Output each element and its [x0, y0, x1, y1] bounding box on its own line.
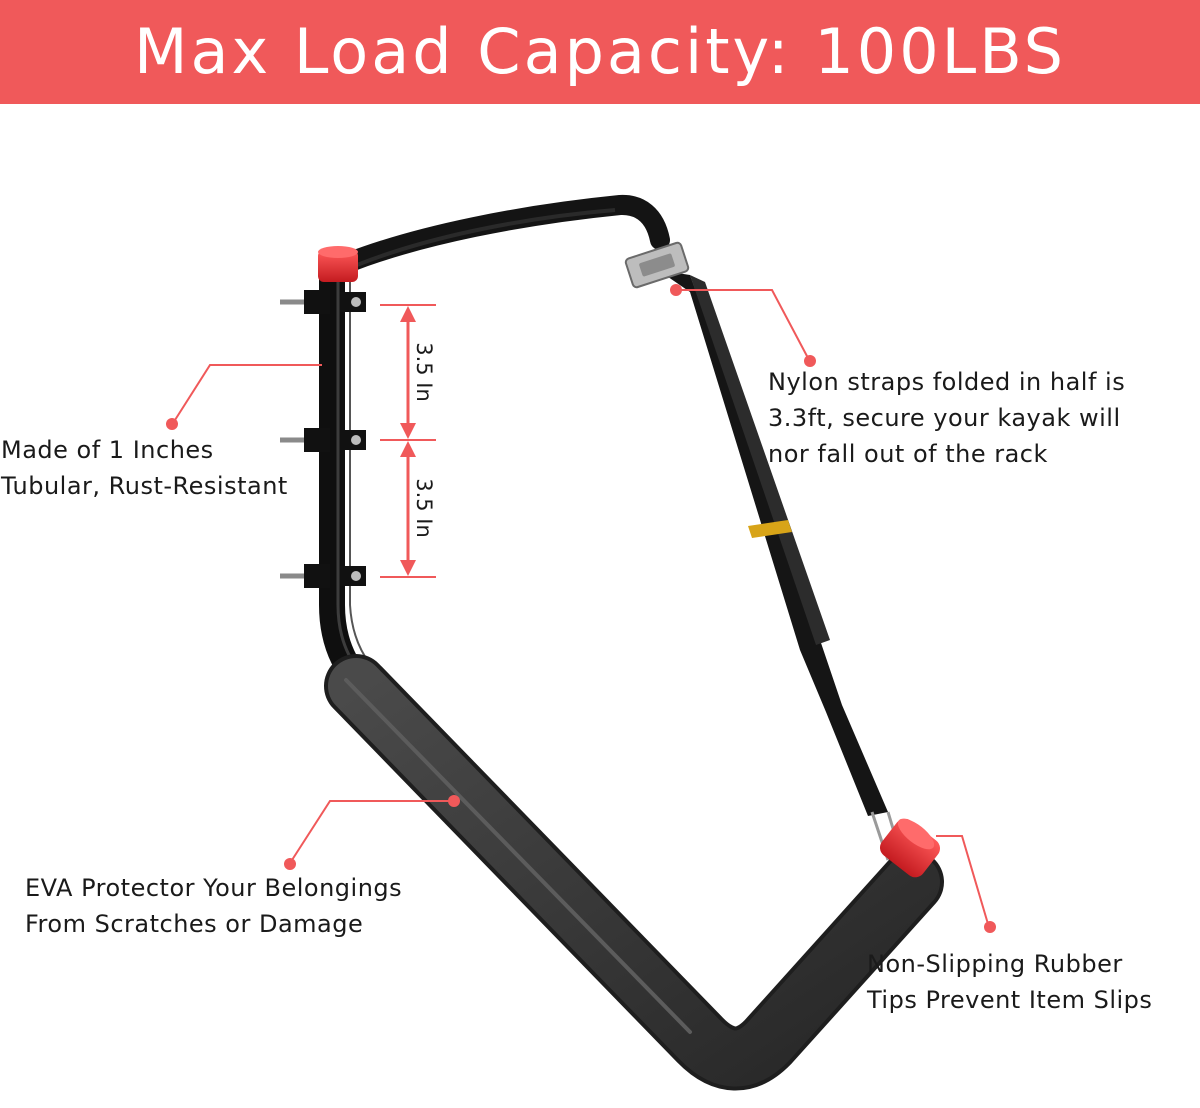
strap-band [748, 520, 792, 538]
strap-buckle-icon [624, 241, 690, 289]
callout-nylon-strap-line-3: nor fall out of the rack [768, 440, 1048, 468]
wall-bracket-top [280, 290, 366, 314]
callout-nylon-strap: Nylon straps folded in half is 3.3ft, se… [768, 364, 1125, 472]
callout-leader-left-tube [166, 364, 322, 430]
title-banner: Max Load Capacity: 100LBS [0, 0, 1200, 104]
callout-nylon-strap-line-1: Nylon straps folded in half is [768, 368, 1126, 396]
metal-frame [319, 262, 371, 689]
dimension-label-lower: 3.5 In [412, 478, 436, 538]
dimension-label-upper: 3.5 In [412, 342, 436, 402]
callout-leader-rubber-tip [936, 835, 996, 933]
dimension-markers [380, 304, 436, 578]
wall-bracket-middle [280, 428, 366, 452]
callout-eva-protector-line-2: From Scratches or Damage [25, 910, 364, 938]
callout-rubber-tips-line-2: Tips Prevent Item Slips [867, 986, 1153, 1014]
callout-eva-protector-line-1: EVA Protector Your Belongings [25, 874, 403, 902]
callout-eva-protector: EVA Protector Your Belongings From Scrat… [25, 870, 402, 942]
callout-tubular-frame-line-1: Made of 1 Inches [1, 436, 214, 464]
eva-foam-protector [324, 654, 944, 1091]
callout-leader-strap [670, 284, 816, 367]
callout-leader-eva [284, 795, 460, 870]
callout-rubber-tips-line-1: Non-Slipping Rubber [867, 950, 1123, 978]
callout-tubular-frame: Made of 1 Inches Tubular, Rust-Resistant [1, 432, 288, 504]
callout-tubular-frame-line-2: Tubular, Rust-Resistant [1, 472, 288, 500]
banner-title: Max Load Capacity: 100LBS [133, 15, 1067, 88]
rubber-tip-top-icon [318, 246, 358, 282]
wall-bracket-bottom [280, 564, 366, 588]
callout-nylon-strap-line-2: 3.3ft, secure your kayak will [768, 404, 1121, 432]
rubber-tip-bottom-icon [880, 818, 940, 878]
callout-rubber-tips: Non-Slipping Rubber Tips Prevent Item Sl… [867, 946, 1152, 1018]
